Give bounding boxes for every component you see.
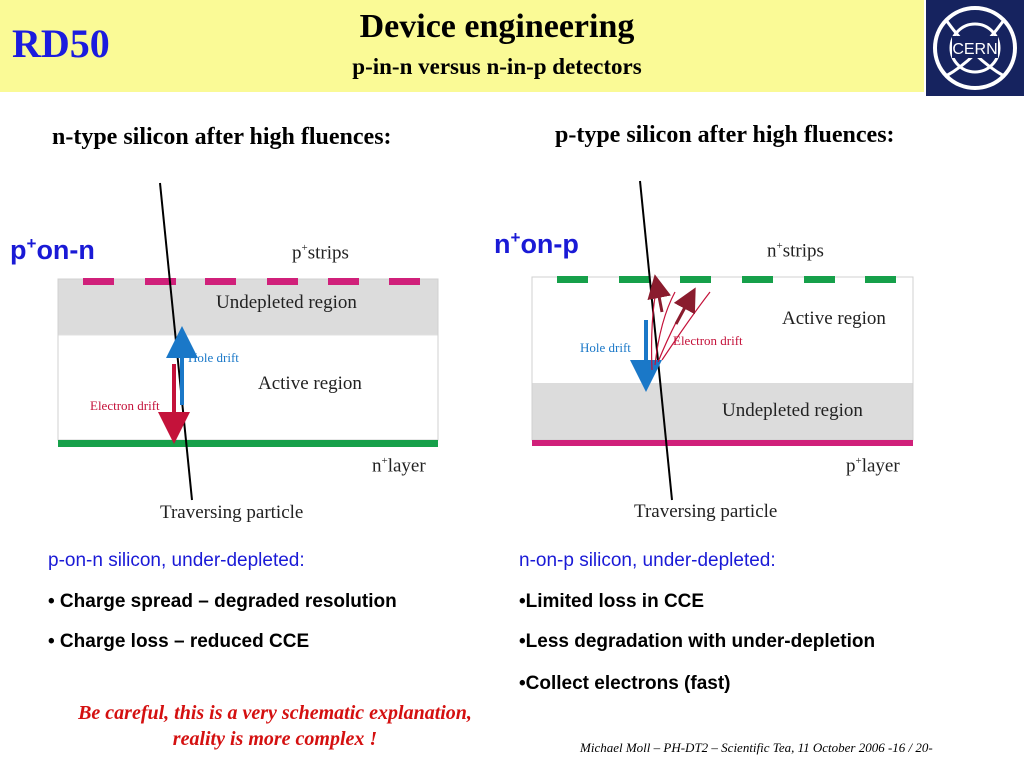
right-hole-drift-label: Hole drift (580, 340, 631, 355)
left-strips (83, 278, 420, 285)
left-heading: n-type silicon after high fluences: (52, 124, 392, 150)
right-undepleted-region (532, 383, 913, 440)
right-particle-label: Traversing particle (634, 501, 778, 522)
left-n-layer (58, 440, 438, 447)
right-bullet: •Collect electrons (fast) (519, 673, 731, 694)
right-bullet: •Less degradation with under-depletion (519, 631, 876, 652)
right-active-region (532, 277, 913, 383)
strip (145, 278, 176, 285)
right-electron-drift-arrow (673, 287, 696, 325)
left-particle-label: Traversing particle (160, 502, 304, 523)
caution-line-2: reality is more complex ! (172, 728, 378, 750)
right-undepleted-label: Undepleted region (722, 400, 863, 421)
strip (328, 278, 359, 285)
left-undepleted-label: Undepleted region (216, 292, 357, 313)
left-active-region (57, 334, 439, 441)
right-p-layer (532, 440, 913, 446)
right-electron-drift-curves (647, 274, 711, 371)
caution-line-1: Be careful, this is a very schematic exp… (78, 702, 472, 724)
right-summary-heading: n-on-p silicon, under-depleted: (519, 550, 776, 571)
slide-title: Device engineering (359, 8, 635, 45)
left-bullet: • Charge loss – reduced CCE (48, 631, 310, 652)
strip (267, 278, 298, 285)
strip (804, 276, 835, 283)
strip (742, 276, 773, 283)
left-strips-label: p+strips (292, 242, 349, 264)
left-undepleted-region (58, 279, 438, 335)
right-layer-label: p+layer (846, 455, 900, 477)
right-detector (531, 180, 914, 501)
cern-logo: CERN (926, 0, 1024, 96)
left-detector (57, 182, 439, 501)
left-active-label: Active region (258, 373, 362, 394)
left-hole-drift-label: Hole drift (188, 350, 239, 365)
right-strips-label: n+strips (767, 240, 824, 262)
slide-subtitle: p-in-n versus n-in-p detectors (352, 54, 642, 79)
right-particle-track (639, 180, 673, 501)
right-electron-drift-arrow (647, 274, 672, 313)
strip (205, 278, 236, 285)
header-banner (0, 0, 924, 92)
strip (619, 276, 650, 283)
left-device-label: p+on-n (10, 234, 95, 265)
strip (83, 278, 114, 285)
left-summary-heading: p-on-n silicon, under-depleted: (48, 550, 305, 571)
cern-logo-icon: CERN (933, 6, 1017, 90)
brand-label: RD50 (12, 21, 110, 66)
right-active-label: Active region (782, 308, 886, 329)
slide-footer: Michael Moll – PH-DT2 – Scientific Tea, … (580, 740, 933, 755)
strip (680, 276, 711, 283)
right-electron-drift-label: Electron drift (673, 333, 743, 348)
left-electron-drift-label: Electron drift (90, 398, 160, 413)
svg-text:CERN: CERN (952, 41, 997, 58)
right-device-label: n+on-p (494, 228, 579, 259)
left-layer-label: n+layer (372, 455, 426, 477)
strip (389, 278, 420, 285)
right-strips (557, 276, 896, 283)
strip (557, 276, 588, 283)
right-heading: p-type silicon after high fluences: (555, 122, 895, 148)
strip (865, 276, 896, 283)
right-bullet: •Limited loss in CCE (519, 591, 705, 612)
left-bullet: • Charge spread – degraded resolution (48, 591, 397, 612)
